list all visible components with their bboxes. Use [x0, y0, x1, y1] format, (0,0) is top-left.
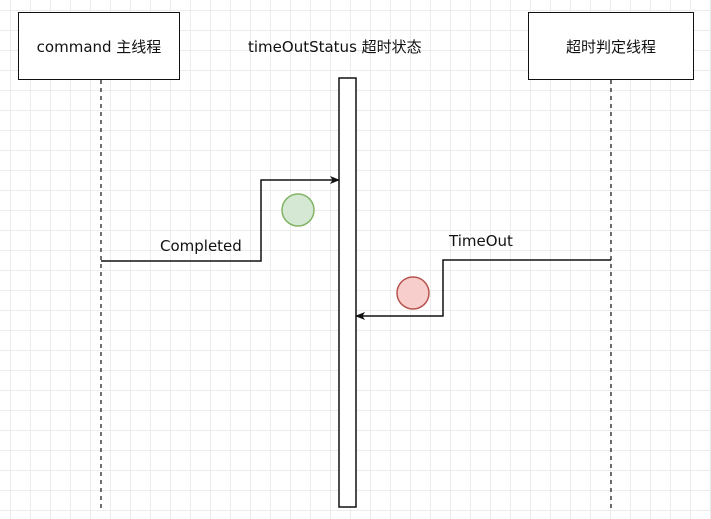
completed-message-arrow — [101, 176, 340, 262]
completed-status-marker — [281, 193, 315, 227]
timeout-status-marker — [396, 276, 430, 310]
completed-message-label: Completed — [160, 237, 242, 255]
timeout-check-thread-box: 超时判定线程 — [528, 12, 694, 80]
timeout-message-label: TimeOut — [449, 232, 513, 250]
timeout-status-activation-bar — [338, 77, 357, 508]
timeout-check-thread-label: 超时判定线程 — [565, 37, 656, 56]
timeout-message-arrow — [355, 259, 611, 320]
timeout-status-label: timeOutStatus 超时状态 — [248, 38, 422, 56]
command-thread-label: command 主线程 — [36, 37, 162, 56]
command-thread-box: command 主线程 — [18, 12, 180, 80]
